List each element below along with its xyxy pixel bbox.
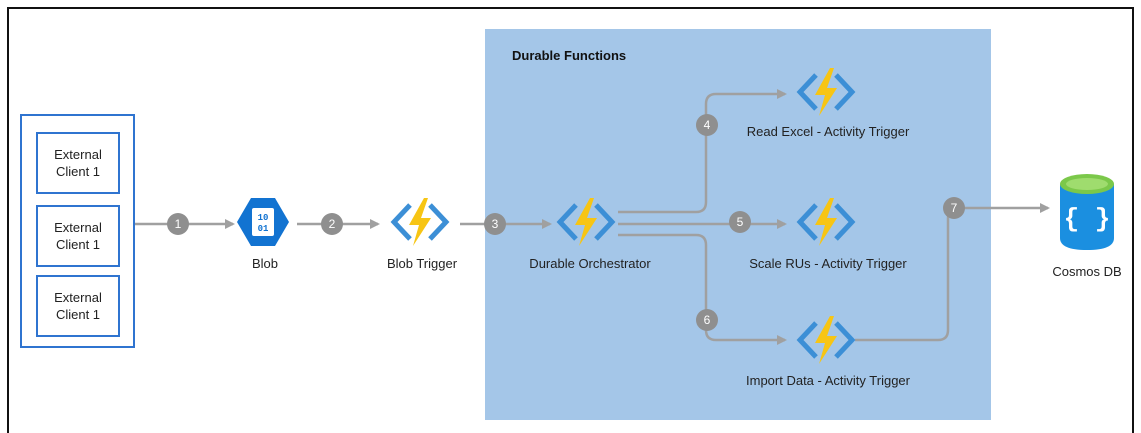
panel-title: Durable Functions [512,48,627,63]
import-data-label: Import Data - Activity Trigger [746,373,910,388]
cosmos-db-icon: { } [1060,174,1114,250]
step-badge: 6 [696,309,718,331]
blob-storage-icon: 10 01 [237,198,289,246]
scale-rus-label: Scale RUs - Activity Trigger [749,256,907,271]
diagram-frame [7,7,1134,433]
svg-text:10: 10 [258,213,269,223]
external-clients-group [20,114,135,348]
azure-function-icon [796,68,856,116]
azure-function-icon [796,198,856,246]
blob-label: Blob [251,256,279,271]
step-badge: 2 [321,213,343,235]
azure-function-icon [556,198,616,246]
blob-trigger-label: Blob Trigger [386,256,458,271]
step-badge: 5 [729,211,751,233]
read-excel-label: Read Excel - Activity Trigger [746,124,910,139]
svg-text:{ }: { } [1064,204,1111,234]
step-badge: 4 [696,114,718,136]
azure-function-icon [390,198,450,246]
azure-function-icon [796,316,856,364]
connector-to-read-excel [618,89,787,214]
external-client-box: External Client 1 [36,275,120,337]
svg-text:01: 01 [258,224,269,234]
connector-to-import-data [618,233,787,345]
external-client-box: External Client 1 [36,132,120,194]
connector-to-cosmos [855,203,1050,342]
step-badge: 3 [484,213,506,235]
step-badge: 7 [943,197,965,219]
orchestrator-label: Durable Orchestrator [529,256,651,271]
external-client-box: External Client 1 [36,205,120,267]
cosmos-label: Cosmos DB [1052,264,1122,279]
step-badge: 1 [167,213,189,235]
